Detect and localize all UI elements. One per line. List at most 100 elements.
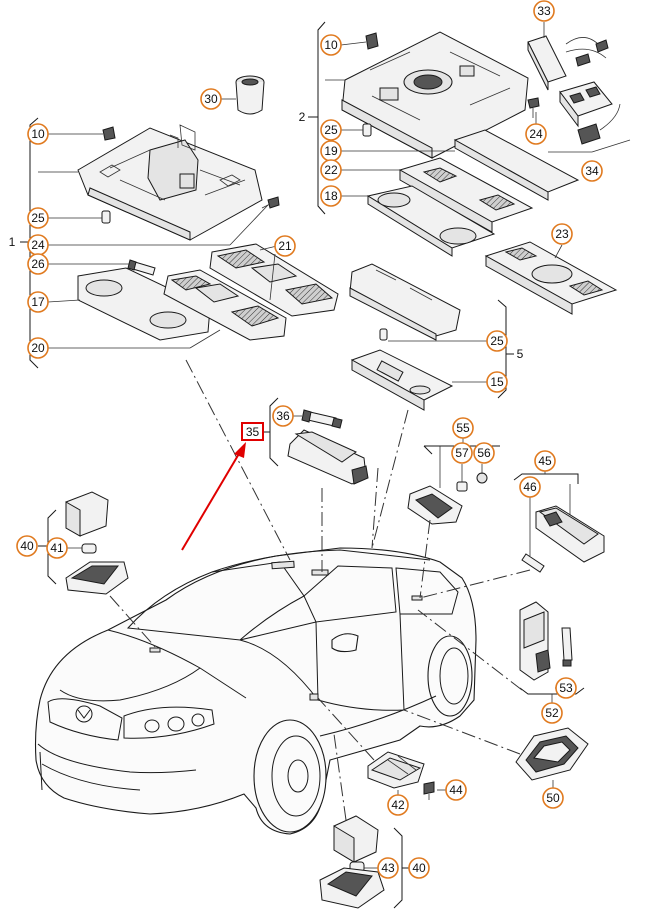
callout-15[interactable]: 15 xyxy=(486,371,508,393)
roof-console-housing-2 xyxy=(341,31,529,159)
trunk-light-50 xyxy=(515,727,589,788)
bulb-36 xyxy=(301,409,343,429)
svg-text:46: 46 xyxy=(523,480,537,494)
svg-text:24: 24 xyxy=(529,127,543,141)
bulb-25-left xyxy=(101,210,111,224)
callout-36[interactable]: 36 xyxy=(272,405,294,427)
svg-text:43: 43 xyxy=(381,861,395,875)
svg-text:35: 35 xyxy=(246,425,260,439)
callout-24[interactable]: 24 xyxy=(27,234,49,256)
callout-35-highlighted[interactable]: 35 xyxy=(241,422,264,441)
switch-module-34 xyxy=(548,81,631,153)
svg-text:44: 44 xyxy=(449,783,463,797)
callout-43[interactable]: 43 xyxy=(377,857,399,879)
svg-text:10: 10 xyxy=(31,127,45,141)
bulb-holder-10-right xyxy=(365,32,379,50)
callout-40[interactable]: 40 xyxy=(16,535,38,557)
dash-leaders xyxy=(109,359,531,821)
cover-23 xyxy=(484,241,618,315)
housing-35 xyxy=(287,429,369,485)
housing-40-bottom xyxy=(319,867,385,909)
callout-41[interactable]: 41 xyxy=(46,537,68,559)
lamp-40-bottom xyxy=(333,815,379,863)
svg-text:26: 26 xyxy=(31,257,45,271)
glovebox-light-52 xyxy=(519,601,585,706)
callout-25[interactable]: 25 xyxy=(27,207,49,229)
callout-55[interactable]: 55 xyxy=(452,417,474,439)
svg-text:21: 21 xyxy=(278,239,292,253)
cover-20 xyxy=(163,269,287,341)
door-light-55 xyxy=(407,438,500,525)
svg-text:57: 57 xyxy=(455,446,469,460)
callout-10[interactable]: 10 xyxy=(320,34,342,56)
callout-42[interactable]: 42 xyxy=(387,794,409,816)
lamp-52 xyxy=(519,601,551,681)
group-2-interior-light-assembly xyxy=(308,21,631,315)
svg-text:22: 22 xyxy=(324,163,338,177)
callout-20[interactable]: 20 xyxy=(27,337,49,359)
callout-17[interactable]: 17 xyxy=(27,291,49,313)
module-33 xyxy=(527,35,609,91)
svg-text:40: 40 xyxy=(20,539,34,553)
svg-text:42: 42 xyxy=(391,798,405,812)
callout-53[interactable]: 53 xyxy=(555,677,577,699)
callout-21[interactable]: 21 xyxy=(274,235,296,257)
callout-56[interactable]: 56 xyxy=(473,442,495,464)
svg-text:23: 23 xyxy=(555,227,569,241)
part-35-interior-light xyxy=(262,397,369,485)
svg-text:24: 24 xyxy=(31,238,45,252)
housing-40-left xyxy=(65,561,129,595)
svg-text:17: 17 xyxy=(31,295,45,309)
housing-5 xyxy=(349,263,461,341)
group-5-light-assembly xyxy=(349,263,514,411)
callout-24[interactable]: 24 xyxy=(525,123,547,145)
callout-23[interactable]: 23 xyxy=(551,223,573,245)
lens-18 xyxy=(366,185,496,257)
callout-19[interactable]: 19 xyxy=(320,140,342,162)
bulb-46 xyxy=(521,553,545,573)
callout-45[interactable]: 45 xyxy=(534,450,556,472)
trim-19 xyxy=(453,129,580,201)
svg-text:36: 36 xyxy=(276,409,290,423)
callout-57[interactable]: 57 xyxy=(451,442,473,464)
callout-34[interactable]: 34 xyxy=(581,160,603,182)
callout-26[interactable]: 26 xyxy=(27,253,49,275)
svg-text:19: 19 xyxy=(324,144,338,158)
callout-30[interactable]: 30 xyxy=(200,88,222,110)
callout-25[interactable]: 25 xyxy=(486,330,508,352)
callout-40[interactable]: 40 xyxy=(408,857,430,879)
bulb-holder-10-left xyxy=(102,126,116,141)
callout-33[interactable]: 33 xyxy=(533,0,555,22)
svg-text:45: 45 xyxy=(538,454,552,468)
callout-52[interactable]: 52 xyxy=(541,702,563,724)
callout-22[interactable]: 22 xyxy=(320,159,342,181)
footwell-light-42 xyxy=(367,751,446,800)
callout-50[interactable]: 50 xyxy=(542,787,564,809)
callout-46[interactable]: 46 xyxy=(519,476,541,498)
bulb-57 xyxy=(456,481,468,492)
bulb-25-right xyxy=(362,123,372,137)
bulb-41-left xyxy=(81,543,97,554)
callout-18[interactable]: 18 xyxy=(320,185,342,207)
highlight-arrow xyxy=(181,442,246,551)
lamp-45 xyxy=(535,505,605,563)
lamp-55 xyxy=(407,485,463,525)
svg-text:52: 52 xyxy=(545,706,559,720)
door-light-40-left xyxy=(38,491,129,595)
group-1-front-interior-light-assembly xyxy=(20,75,339,369)
callout-25[interactable]: 25 xyxy=(320,119,342,141)
roof-console-housing xyxy=(77,124,263,241)
svg-text:55: 55 xyxy=(456,421,470,435)
svg-text:40: 40 xyxy=(412,861,426,875)
svg-text:34: 34 xyxy=(585,164,599,178)
callout-44[interactable]: 44 xyxy=(445,779,467,801)
screw-24-right xyxy=(527,97,540,118)
light-45 xyxy=(513,470,605,573)
bulb-53 xyxy=(561,627,573,667)
lamp-socket-30 xyxy=(235,75,265,115)
svg-text:56: 56 xyxy=(477,446,491,460)
svg-text:25: 25 xyxy=(490,334,504,348)
callout-10[interactable]: 10 xyxy=(27,123,49,145)
svg-text:10: 10 xyxy=(324,38,338,52)
